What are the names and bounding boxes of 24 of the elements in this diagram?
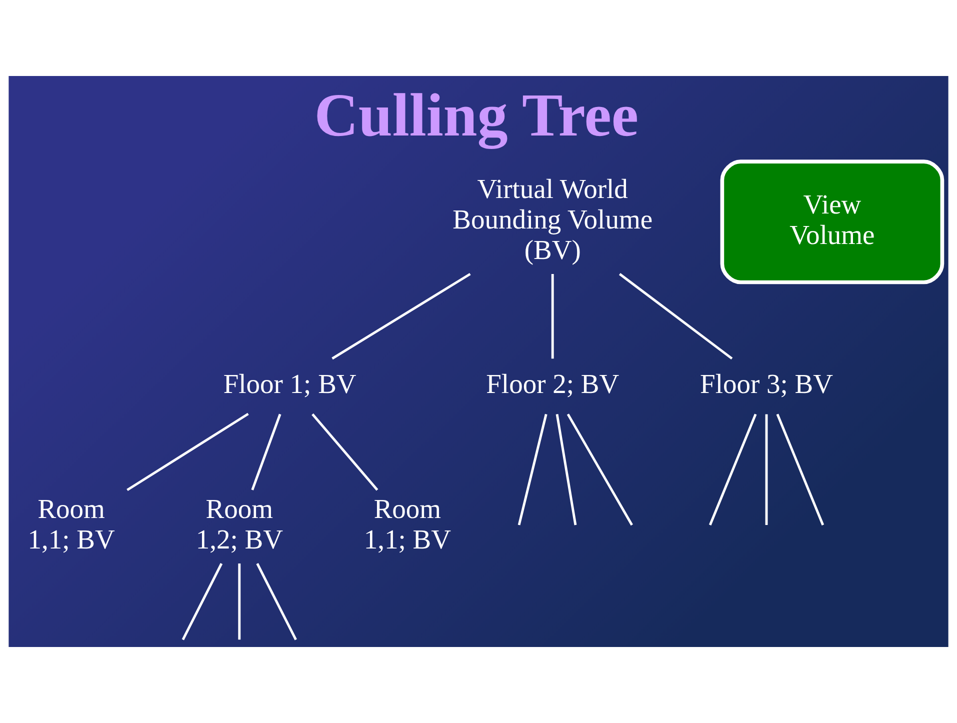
connector [551,274,554,359]
connector [332,272,471,360]
connector [566,414,633,526]
connector [238,564,241,640]
connector [708,414,757,526]
node-text: Room 1,2; BV [196,493,283,555]
node-text: Virtual World Bounding Volume (BV) [452,173,653,266]
node-box: View Volume [720,160,944,284]
connector [765,414,768,525]
connector [126,412,249,492]
node-text: Floor 2; BV [486,368,620,399]
connector [776,414,824,526]
diagram-title: Culling Tree [314,82,639,150]
connector [256,563,297,640]
node-text: Floor 1; BV [223,368,356,399]
connector [518,414,548,526]
node-text: Room 1,1; BV [28,493,115,555]
connector [556,414,577,526]
connector [182,563,223,640]
node-text: Room 1,1; BV [364,493,451,555]
connector [251,414,282,490]
connector [312,413,378,491]
connector [618,273,733,360]
node-text: Floor 3; BV [700,368,833,399]
